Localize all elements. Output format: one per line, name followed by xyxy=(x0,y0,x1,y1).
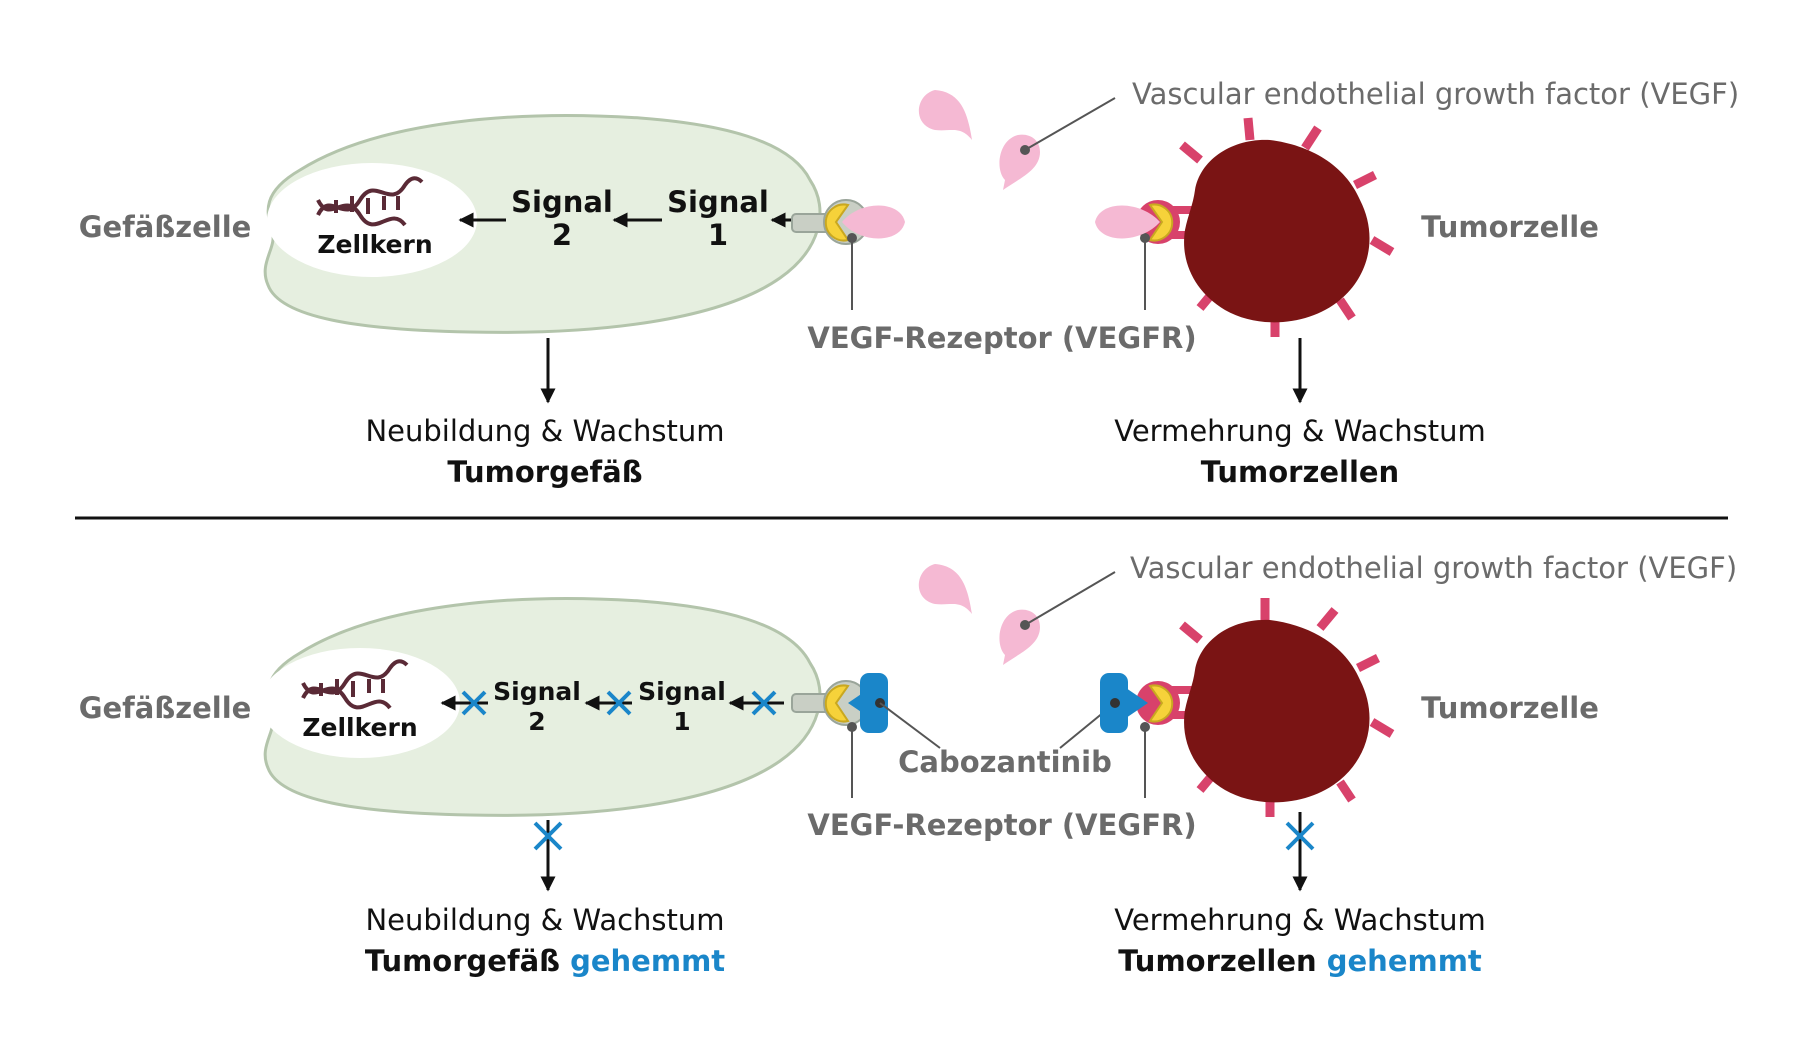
receptor-label: VEGF-Rezeptor (VEGFR) xyxy=(807,808,1196,842)
vegf-bound-tumor-icon xyxy=(1095,205,1160,239)
vegf-label: Vascular endothelial growth factor (VEGF… xyxy=(1130,551,1737,585)
vessel-outcome-line1: Neubildung & Wachstum xyxy=(365,414,724,448)
signal-1-label-line2: 1 xyxy=(708,218,728,252)
signal-1-label-line1: Signal xyxy=(638,677,726,706)
signal-2-label-line2: 2 xyxy=(528,707,545,736)
top-panel: Zellkern Signal 2 Signal 1 Gefäßzelle Va… xyxy=(79,77,1739,489)
nucleus-label: Zellkern xyxy=(317,230,432,259)
vegf-pointer-line xyxy=(1024,97,1116,151)
tumor-outcome-name: Tumorzellen xyxy=(1118,944,1316,978)
vessel-cell-shape xyxy=(263,597,822,817)
signal-2-label-line2: 2 xyxy=(552,218,572,252)
nucleus-shape xyxy=(267,163,477,277)
tumor-outcome-inhibited: gehemmt xyxy=(1327,944,1482,978)
blocked-x-icon xyxy=(1285,821,1315,851)
signal-1-label-line2: 1 xyxy=(673,707,690,736)
vessel-outcome-line2: Tumorgefäß xyxy=(447,455,642,489)
vegf-free-icon xyxy=(999,134,1040,190)
dna-icon xyxy=(301,659,409,710)
vessel-outcome-line2: Tumorgefäß gehemmt xyxy=(365,944,725,978)
vessel-outcome-name: Tumorgefäß xyxy=(365,944,560,978)
tumor-outcome-line2: Tumorzellen xyxy=(1201,455,1399,489)
drug-pointer-line-left xyxy=(879,702,941,749)
receptor-label: VEGF-Rezeptor (VEGFR) xyxy=(807,321,1196,355)
cabozantinib-vessel-icon xyxy=(848,673,888,733)
vegf-label: Vascular endothelial growth factor (VEGF… xyxy=(1132,77,1739,111)
vegf-free-icon xyxy=(918,564,972,614)
tumor-outcome-line1: Vermehrung & Wachstum xyxy=(1114,414,1485,448)
vessel-outcome-inhibited: gehemmt xyxy=(570,944,725,978)
signal-1-label-line1: Signal xyxy=(667,185,769,219)
vessel-receptor-icon xyxy=(791,680,869,732)
tumor-cell-icon xyxy=(1179,117,1395,337)
blocked-x-icon xyxy=(461,690,487,716)
blocked-x-icon xyxy=(751,690,777,716)
nucleus-shape xyxy=(260,648,460,758)
dna-icon xyxy=(316,176,424,227)
signal-2-label-line1: Signal xyxy=(511,185,613,219)
blocked-x-icon xyxy=(606,690,632,716)
drug-label: Cabozantinib xyxy=(898,745,1112,779)
vessel-cell-label: Gefäßzelle xyxy=(79,210,252,244)
vegf-pointer-line xyxy=(1024,571,1116,626)
vegf-pointer-dot xyxy=(1020,145,1030,155)
blocked-x-icon xyxy=(533,821,563,851)
vegf-pointer-dot xyxy=(1020,620,1030,630)
tumor-cell-icon xyxy=(1179,598,1395,817)
signal-2-label-line1: Signal xyxy=(493,677,581,706)
vegf-free-icon xyxy=(999,609,1040,665)
bottom-panel: Zellkern Signal 2 Signal 1 Gefäßzel xyxy=(79,551,1737,978)
tumor-cell-label: Tumorzelle xyxy=(1421,210,1599,244)
tumor-outcome-line1: Vermehrung & Wachstum xyxy=(1114,903,1485,937)
nucleus-label: Zellkern xyxy=(302,713,417,742)
tumor-cell-label: Tumorzelle xyxy=(1421,691,1599,725)
cabozantinib-tumor-icon xyxy=(1100,673,1148,733)
vegf-free-icon xyxy=(918,90,972,140)
vessel-outcome-line1: Neubildung & Wachstum xyxy=(365,903,724,937)
tumor-outcome-line2: Tumorzellen gehemmt xyxy=(1118,944,1482,978)
vegf-bound-vessel-icon xyxy=(842,205,905,239)
vessel-cell-label: Gefäßzelle xyxy=(79,691,252,725)
